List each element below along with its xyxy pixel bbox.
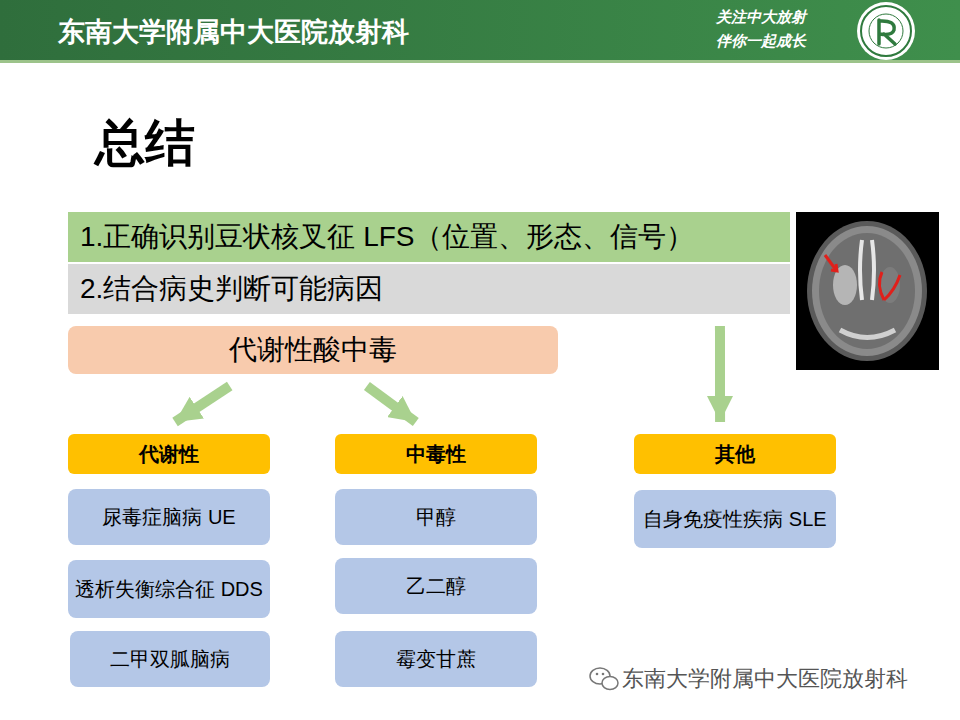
flow-arrow: [367, 386, 416, 422]
slogan: 伴你一起成长: [716, 32, 806, 51]
disease-box: 霉变甘蔗: [335, 631, 537, 687]
slogan: 关注中大放射: [716, 8, 806, 27]
node-text: 代谢性酸中毒: [229, 334, 397, 366]
disease-box: 尿毒症脑病 UE: [68, 489, 270, 545]
header-banner: [0, 0, 960, 62]
node-text: 霉变甘蔗: [396, 648, 476, 671]
disease-box: 自身免疫性疾病 SLE: [634, 490, 836, 548]
category-header: 中毒性: [335, 434, 537, 474]
flow-arrow: [175, 386, 230, 422]
node-text: 其他: [715, 443, 755, 466]
node-text: 尿毒症脑病 UE: [102, 506, 235, 529]
node-text: 中毒性: [406, 443, 466, 466]
node-text: 自身免疫性疾病 SLE: [643, 508, 826, 531]
mri-image: [796, 212, 939, 370]
cause-box: 代谢性酸中毒: [68, 326, 558, 374]
category-header: 代谢性: [68, 434, 270, 474]
logo: [857, 2, 915, 60]
slide-title: 总结: [95, 110, 195, 177]
category-header: 其他: [634, 434, 836, 474]
header-title: 东南大学附属中大医院放射科: [58, 14, 409, 50]
disease-box: 乙二醇: [335, 558, 537, 614]
node-text: 甲醇: [416, 506, 456, 529]
header-rule: [0, 60, 960, 63]
disease-box: 透析失衡综合征 DDS: [68, 560, 270, 618]
node-text: 乙二醇: [406, 575, 466, 598]
disease-box: 甲醇: [335, 489, 537, 545]
summary-band: 2.结合病史判断可能病因: [68, 264, 790, 314]
node-text: 二甲双胍脑病: [110, 648, 230, 671]
node-text: 1.正确识别豆状核叉征 LFS（位置、形态、信号）: [80, 221, 694, 253]
wechat-icon: [590, 668, 618, 690]
flow-arrow: [715, 326, 725, 422]
node-text: 透析失衡综合征 DDS: [75, 578, 263, 601]
disease-box: 二甲双胍脑病: [70, 631, 270, 687]
node-text: 代谢性: [139, 443, 199, 466]
node-text: 2.结合病史判断可能病因: [80, 273, 383, 305]
summary-band: 1.正确识别豆状核叉征 LFS（位置、形态、信号）: [68, 212, 790, 262]
watermark: 东南大学附属中大医院放射科: [622, 664, 908, 694]
